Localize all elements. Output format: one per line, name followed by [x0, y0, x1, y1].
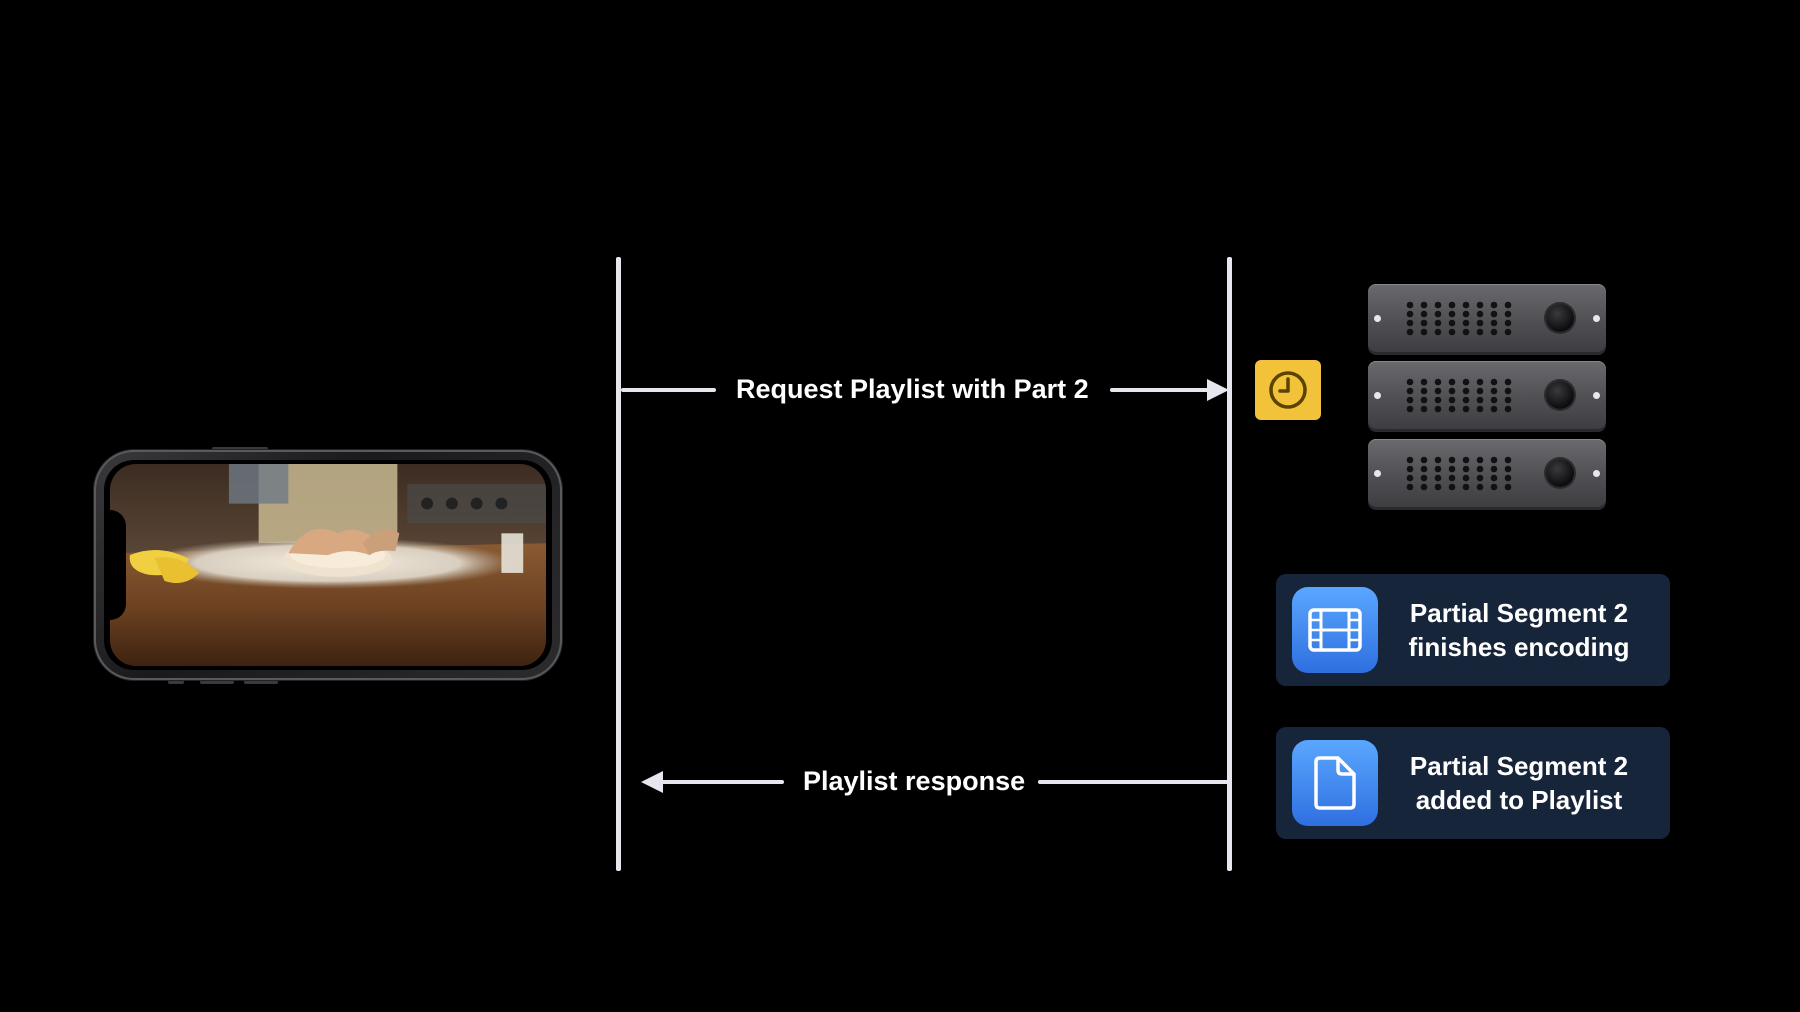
response-message-label: Playlist response — [803, 766, 1026, 796]
server-lifeline — [1227, 257, 1232, 871]
video-frame — [110, 464, 546, 666]
server-power-knob — [1546, 459, 1574, 487]
server-screw — [1593, 470, 1600, 477]
event-card-encoding: Partial Segment 2 finishes encoding — [1276, 574, 1670, 686]
phone-side-button — [212, 447, 268, 451]
clock-icon — [1255, 360, 1321, 420]
phone-volume-button — [244, 680, 278, 684]
film-strip-glyph — [1308, 608, 1362, 652]
event-card-line: Partial Segment 2 — [1409, 598, 1629, 628]
event-card-text: Partial Segment 2 added to Playlist — [1378, 749, 1670, 817]
server-power-knob — [1546, 304, 1574, 332]
server-screw — [1593, 392, 1600, 399]
event-card-line: Partial Segment 2 — [1409, 751, 1629, 781]
server-power-knob — [1546, 381, 1574, 409]
request-arrow-line-left — [621, 388, 716, 392]
document-icon — [1292, 740, 1378, 826]
server-vent-grill — [1406, 456, 1512, 491]
server-screw — [1593, 315, 1600, 322]
iphone-icon — [94, 450, 562, 680]
server-vent-grill — [1406, 301, 1512, 336]
response-arrowhead — [641, 771, 663, 793]
server-unit — [1368, 361, 1606, 429]
dough-kneading-image — [110, 464, 546, 666]
phone-volume-button — [168, 680, 184, 684]
film-icon — [1292, 587, 1378, 673]
event-card-line: added to Playlist — [1415, 785, 1623, 815]
event-card-playlist: Partial Segment 2 added to Playlist — [1276, 727, 1670, 839]
request-arrow-line-right — [1110, 388, 1210, 392]
event-card-text: Partial Segment 2 finishes encoding — [1378, 596, 1670, 664]
response-arrow-line-left — [660, 780, 784, 784]
request-arrowhead — [1207, 379, 1229, 401]
client-lifeline — [616, 257, 621, 871]
document-glyph — [1314, 756, 1356, 810]
server-unit — [1368, 284, 1606, 352]
phone-screen — [104, 460, 552, 670]
phone-volume-button — [200, 680, 234, 684]
clock-face — [1269, 371, 1307, 409]
phone-notch — [104, 510, 126, 620]
server-unit — [1368, 439, 1606, 507]
response-arrow-line-right — [1038, 780, 1230, 784]
request-message-label: Request Playlist with Part 2 — [736, 374, 1089, 404]
server-screw — [1374, 315, 1381, 322]
server-screw — [1374, 392, 1381, 399]
event-card-line: finishes encoding — [1408, 632, 1630, 662]
server-vent-grill — [1406, 378, 1512, 413]
server-screw — [1374, 470, 1381, 477]
